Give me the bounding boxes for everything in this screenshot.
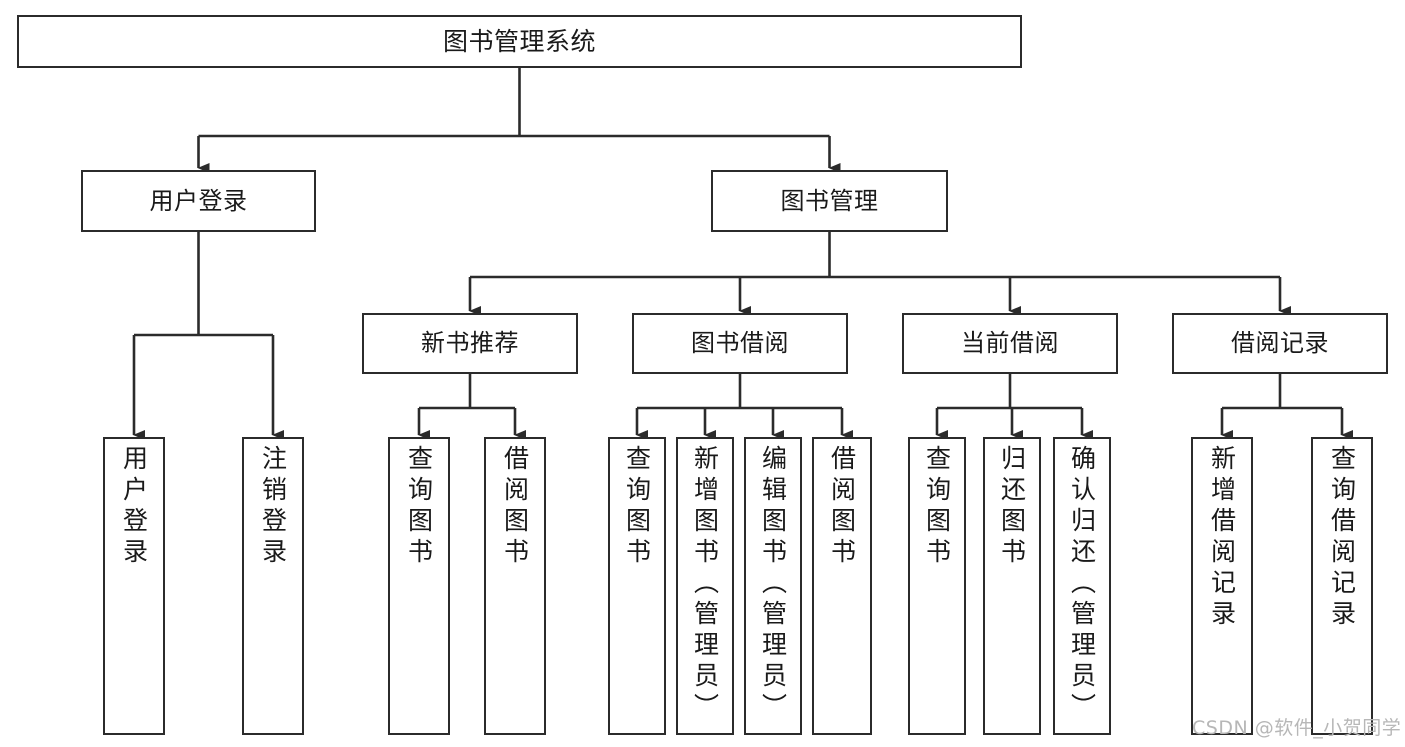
node-leaf-new-1[interactable]: 查询图书 xyxy=(388,437,450,735)
node-label: 归还图书 xyxy=(997,445,1027,569)
node-label: 新增借阅记录 xyxy=(1207,445,1237,631)
node-leaf-borrow-2[interactable]: 新增图书（管理员） xyxy=(676,437,734,735)
node-label: 借阅记录 xyxy=(1231,329,1329,358)
node-leaf-login-1[interactable]: 用户登录 xyxy=(103,437,165,735)
node-label: 新书推荐 xyxy=(421,329,519,358)
node-label: 图书管理 xyxy=(780,186,879,215)
node-borrow[interactable]: 图书借阅 xyxy=(632,313,848,374)
node-current[interactable]: 当前借阅 xyxy=(902,313,1118,374)
node-label: 借阅图书 xyxy=(827,445,857,569)
node-leaf-login-2[interactable]: 注销登录 xyxy=(242,437,304,735)
node-label: 借阅图书 xyxy=(500,445,530,569)
node-leaf-rec-2[interactable]: 查询借阅记录 xyxy=(1311,437,1373,735)
node-newbook[interactable]: 新书推荐 xyxy=(362,313,578,374)
node-leaf-cur-2[interactable]: 归还图书 xyxy=(983,437,1041,735)
node-label: 查询图书 xyxy=(922,445,952,569)
node-label: 确认归还（管理员） xyxy=(1067,445,1097,724)
node-root[interactable]: 图书管理系统 xyxy=(17,15,1022,68)
node-leaf-borrow-1[interactable]: 查询图书 xyxy=(608,437,666,735)
node-leaf-borrow-4[interactable]: 借阅图书 xyxy=(812,437,872,735)
node-login[interactable]: 用户登录 xyxy=(81,170,316,232)
node-label: 当前借阅 xyxy=(961,329,1059,358)
node-label: 注销登录 xyxy=(258,445,288,569)
node-label: 用户登录 xyxy=(149,186,248,215)
node-label: 新增图书（管理员） xyxy=(690,445,720,724)
node-leaf-rec-1[interactable]: 新增借阅记录 xyxy=(1191,437,1253,735)
node-bookmgmt[interactable]: 图书管理 xyxy=(711,170,948,232)
node-label: 用户登录 xyxy=(119,445,149,569)
node-leaf-borrow-3[interactable]: 编辑图书（管理员） xyxy=(744,437,802,735)
node-label: 图书借阅 xyxy=(691,329,789,358)
node-leaf-new-2[interactable]: 借阅图书 xyxy=(484,437,546,735)
node-label: 图书管理系统 xyxy=(442,26,596,56)
node-leaf-cur-3[interactable]: 确认归还（管理员） xyxy=(1053,437,1111,735)
node-leaf-cur-1[interactable]: 查询图书 xyxy=(908,437,966,735)
csdn-watermark: CSDN @软件_小贺同学 xyxy=(1192,717,1402,739)
node-label: 查询图书 xyxy=(622,445,652,569)
node-label: 查询图书 xyxy=(404,445,434,569)
node-label: 查询借阅记录 xyxy=(1327,445,1357,631)
node-label: 编辑图书（管理员） xyxy=(758,445,788,724)
node-records[interactable]: 借阅记录 xyxy=(1172,313,1388,374)
